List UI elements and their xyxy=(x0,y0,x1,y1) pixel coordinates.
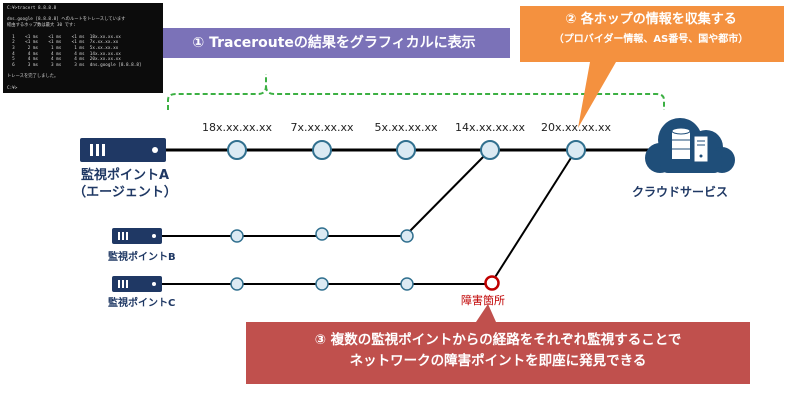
hop-label-3: 5x.xx.xx.xx xyxy=(374,121,438,134)
hop-node-a3 xyxy=(396,140,416,160)
terminal-line: 経由するホップ数は最大 30 です: xyxy=(7,23,76,29)
cloud-server-icon xyxy=(693,135,709,163)
hop-label-1: 18x.xx.xx.xx xyxy=(201,121,273,134)
terminal-line: C:¥> xyxy=(7,85,18,91)
point-a-label: 監視ポイントA （エージェント） xyxy=(70,167,180,201)
callout-3-text: ③ 複数の監視ポイントからの経路をそれぞれ監視することで ネットワークの障害ポイ… xyxy=(248,330,748,372)
hop-node-b1 xyxy=(230,229,244,243)
callout-3-line2: ネットワークの障害ポイントを即座に発見できる xyxy=(349,353,647,369)
callout-2-title: ② 各ホップの情報を収集する xyxy=(565,12,737,27)
route-b-join-line xyxy=(406,149,491,235)
callout-2-subtitle: （プロバイダー情報、AS番号、国や都市） xyxy=(553,34,749,45)
callout-3-line1: ③ 複数の監視ポイントからの経路をそれぞれ監視することで xyxy=(314,332,682,348)
terminal-line: C:¥>tracert 8.8.8.8 xyxy=(7,6,57,11)
callout-2-text: ② 各ホップの情報を収集する （プロバイダー情報、AS番号、国や都市） xyxy=(522,8,780,45)
command-prompt-window: C:¥>tracert 8.8.8.8 dns.google [8.8.8.8]… xyxy=(3,3,163,93)
terminal-line: 5 4 ms 4 ms 4 ms 20x.xx.xx.xx xyxy=(7,57,121,63)
point-c-label: 監視ポイントC xyxy=(108,298,176,309)
terminal-line: 3 2 ms 1 ms 1 ms 5x.xx.xx.xx xyxy=(7,45,119,51)
dashed-brace xyxy=(167,74,665,110)
server-b-icon xyxy=(112,228,162,244)
fault-node xyxy=(484,275,500,291)
hop-node-c2 xyxy=(315,277,329,291)
terminal-line: 6 3 ms 3 ms 3 ms dns.google [8.8.8.8] xyxy=(7,63,142,69)
hop-node-b3 xyxy=(400,229,414,243)
point-b-label: 監視ポイントB xyxy=(108,252,176,263)
callout-1-text: ① Tracerouteの結果をグラフィカルに表示 xyxy=(192,35,476,51)
hop-node-c3 xyxy=(400,277,414,291)
terminal-line: 4 4 ms 4 ms 4 ms 14x.xx.xx.xx xyxy=(7,51,121,57)
terminal-line: 2 <1 ms <1 ms <1 ms 7x.xx.xx.xx xyxy=(7,40,119,46)
callout-1-box xyxy=(158,28,510,58)
hop-node-b2 xyxy=(315,227,329,241)
point-a-name: 監視ポイントA xyxy=(80,168,170,183)
callout-2-box xyxy=(520,6,784,128)
hop-label-5: 20x.xx.xx.xx xyxy=(540,121,612,134)
callout-3-box xyxy=(246,304,750,384)
hop-node-a1 xyxy=(227,140,247,160)
server-a-icon xyxy=(80,138,166,162)
hop-node-c1 xyxy=(230,277,244,291)
point-a-role: （エージェント） xyxy=(73,185,177,200)
hop-node-a2 xyxy=(312,140,332,160)
hop-node-a5 xyxy=(566,140,586,160)
hop-label-2: 7x.xx.xx.xx xyxy=(290,121,354,134)
terminal-line: dns.google [8.8.8.8] へのルートをトレースしています xyxy=(7,17,126,23)
hop-node-a4 xyxy=(480,140,500,160)
database-icon xyxy=(671,127,691,159)
server-c-icon xyxy=(112,276,162,292)
hop-label-4: 14x.xx.xx.xx xyxy=(454,121,526,134)
fault-label: 障害箇所 xyxy=(461,294,505,307)
terminal-line: トレースを完了しました。 xyxy=(7,74,59,80)
route-c-join-line xyxy=(491,149,577,283)
terminal-line: 1 <1 ms <1 ms <1 ms 18x.xx.xx.xx xyxy=(7,34,121,40)
cloud-service-label: クラウドサービス xyxy=(631,185,728,199)
